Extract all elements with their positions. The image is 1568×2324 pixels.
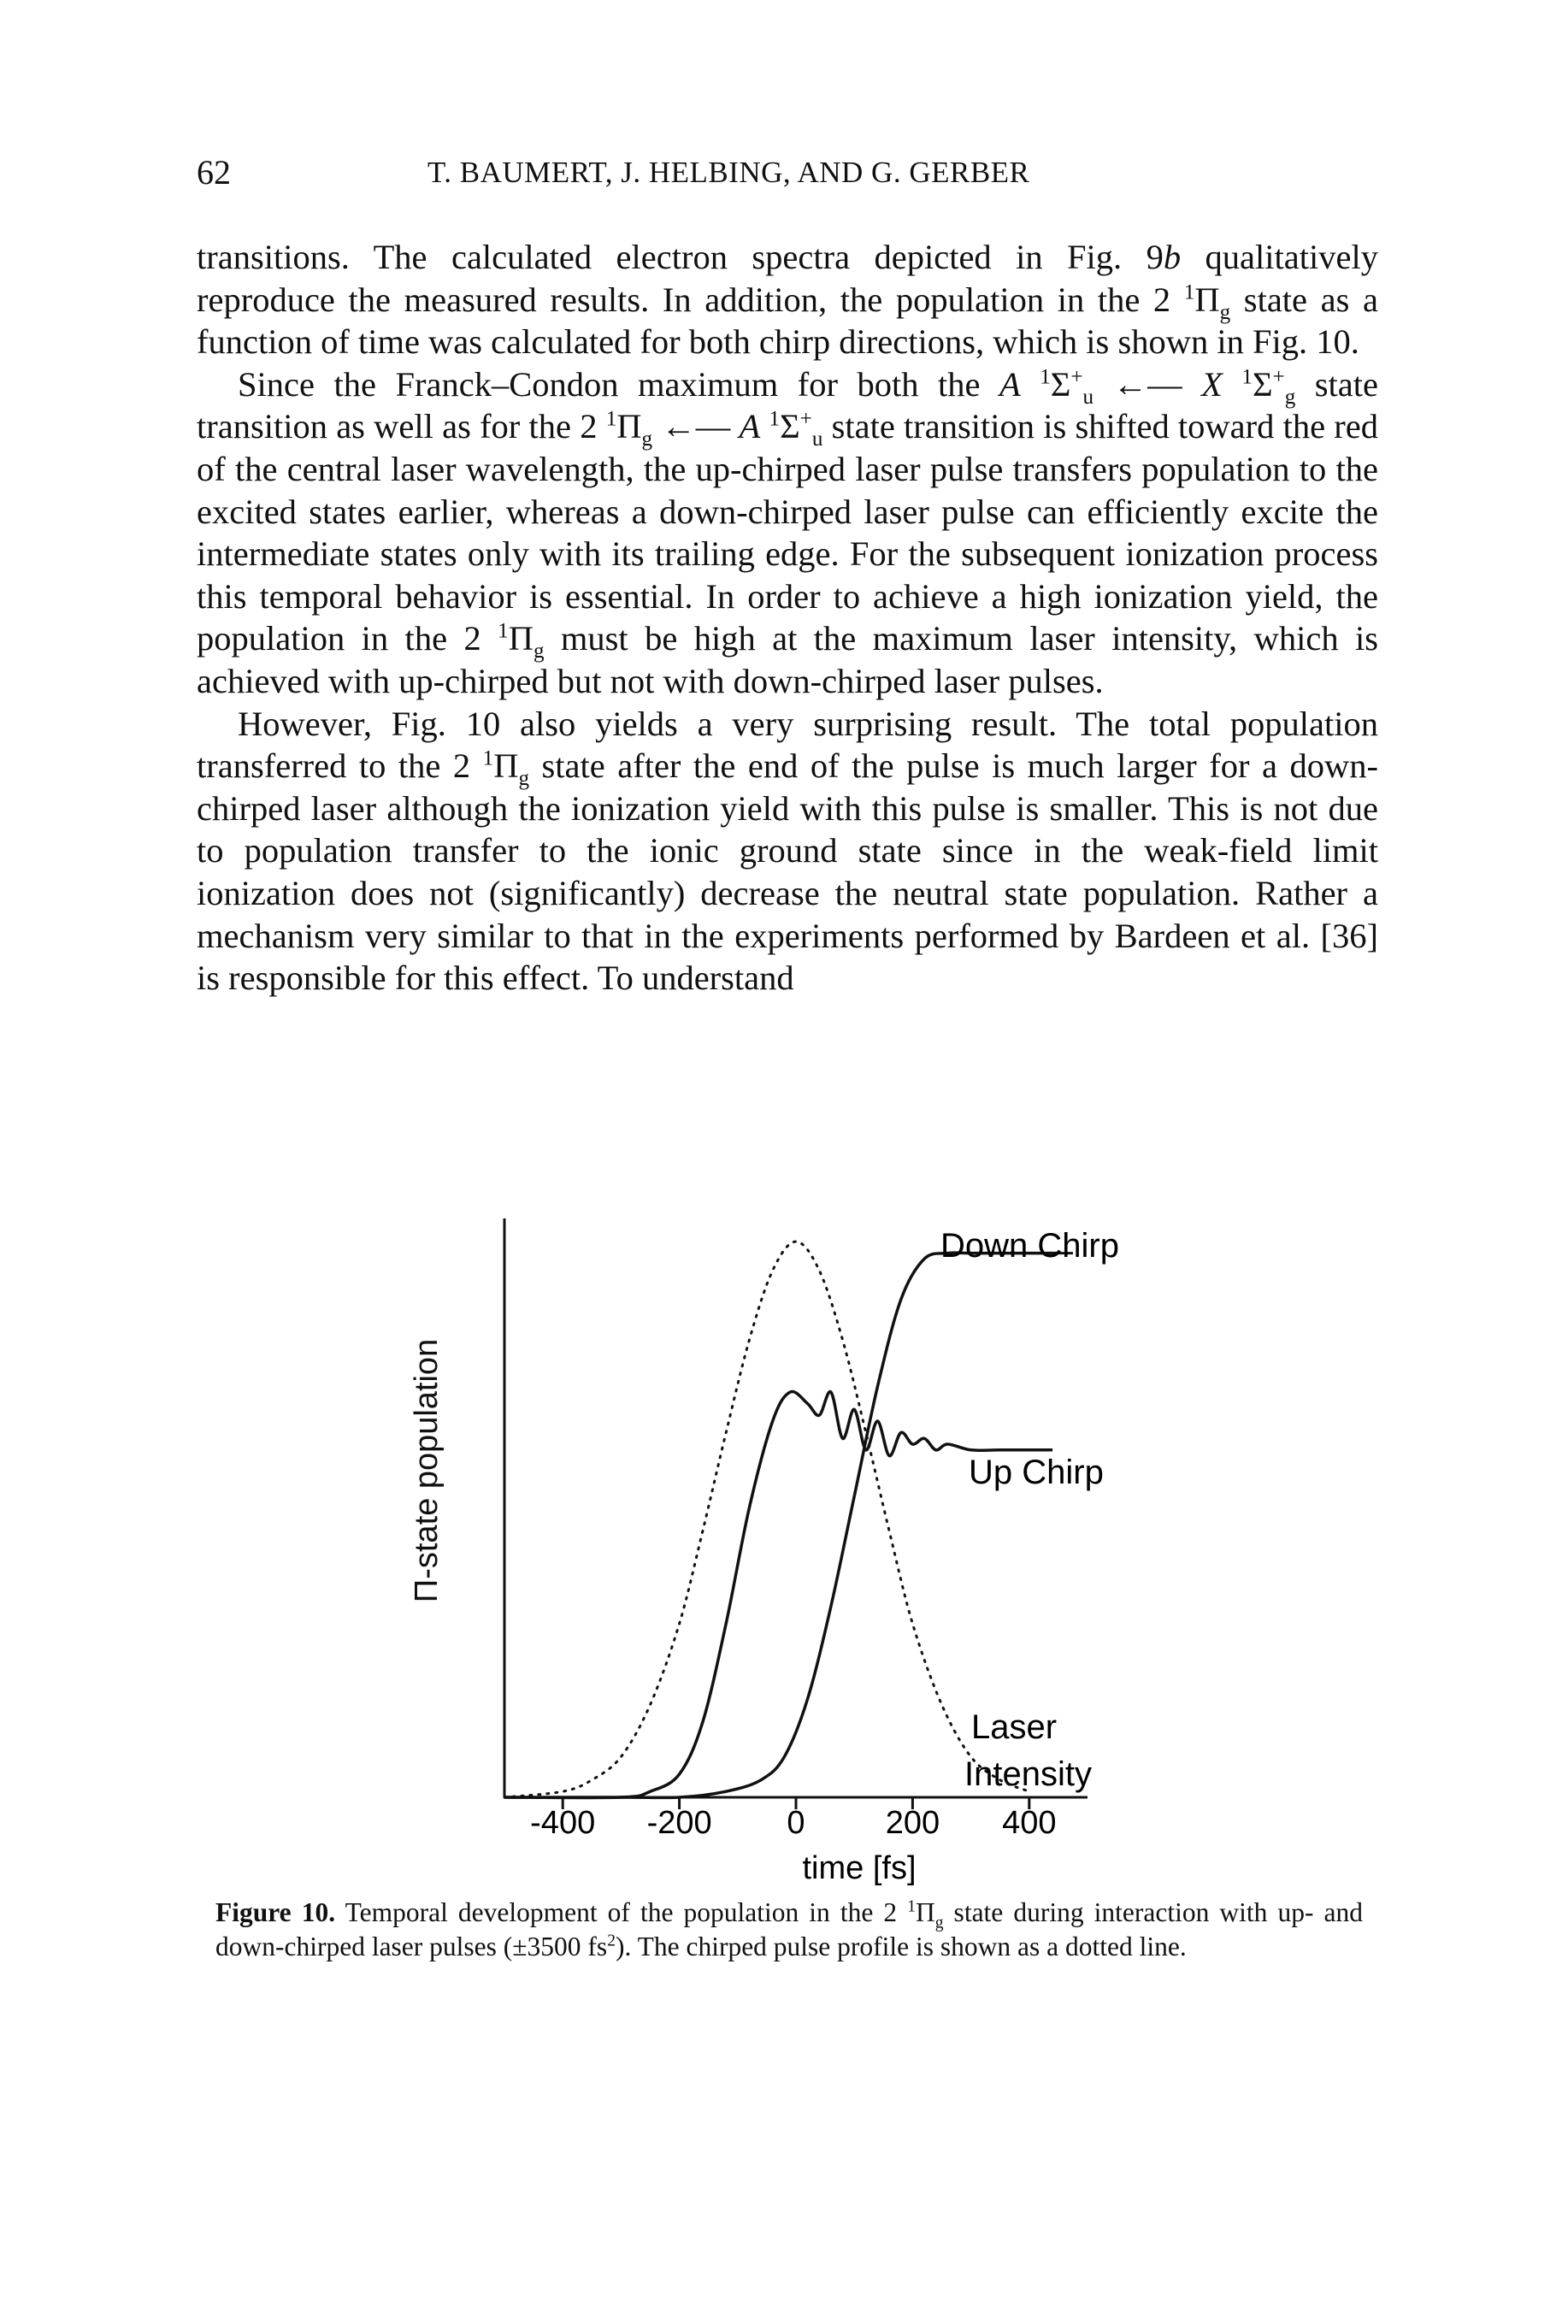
pi-symbol: Π <box>1194 280 1220 319</box>
running-head: T. BAUMERT, J. HELBING, AND G. GERBER <box>427 156 1030 189</box>
p1-text-b: qualitatively reproduce the measured res… <box>197 238 1378 319</box>
x-tick-label: -200 <box>647 1805 712 1841</box>
sigma-symbol: Σ <box>780 407 800 446</box>
label-laser: Laser <box>971 1708 1057 1746</box>
x-tick-label: 200 <box>886 1805 940 1841</box>
down-chirp-curve <box>504 1251 1058 1800</box>
x-tick-label: -400 <box>530 1805 595 1841</box>
p3-text-b: state after the end of the pulse is much… <box>197 746 1378 998</box>
arrow-symbol: ←— <box>652 407 740 446</box>
term-subscript: g <box>533 640 545 664</box>
figure-caption: Figure 10. Temporal development of the p… <box>215 1896 1363 1963</box>
arrow-symbol: ←— <box>1093 364 1202 404</box>
caption-text-b: state during interaction with up- and do… <box>215 1897 1363 1961</box>
caption-label: Figure 10. <box>215 1897 336 1927</box>
laser-intensity-curve <box>503 1240 1031 1799</box>
p1-text-a: transitions. The calculated electron spe… <box>197 238 1164 276</box>
paragraph-3: However, Fig. 10 also yields a very surp… <box>197 703 1378 1000</box>
p2-text-a: Since the Franck–Condon maximum for both… <box>238 364 999 404</box>
page-header: 62 T. BAUMERT, J. HELBING, AND G. GERBER <box>197 152 1376 203</box>
up-chirp-curve <box>504 1389 1053 1800</box>
sigma-symbol: Σ <box>1050 364 1071 404</box>
page-number: 62 <box>197 153 231 192</box>
pi-symbol: Π <box>616 407 642 446</box>
caption-text-c: ). The chirped pulse profile is shown as… <box>615 1931 1187 1961</box>
term-superscript: 1 <box>482 746 494 770</box>
caption-superscript: 2 <box>607 1932 616 1949</box>
term-subscript: g <box>641 428 653 451</box>
a-state: A <box>739 407 761 446</box>
pi-symbol: Π <box>493 746 519 786</box>
x-tick-label: 0 <box>787 1805 805 1841</box>
paragraph-2: Since the Franck–Condon maximum for both… <box>197 363 1378 703</box>
term-superscript: 1 <box>1040 365 1051 389</box>
term-subscript: u <box>811 428 823 451</box>
term-superscript: 1 <box>907 1897 916 1916</box>
term-superscript: + <box>799 407 812 431</box>
term-superscript: 1 <box>498 619 509 643</box>
x-axis-title: time [fs] <box>802 1850 916 1886</box>
term-subscript: g <box>934 1914 944 1932</box>
term-subscript: u <box>1082 385 1094 409</box>
label-intensity: Intensity <box>964 1755 1092 1793</box>
paragraph-1: transitions. The calculated electron spe… <box>197 236 1378 363</box>
p2-text-c: state transition is shifted toward the r… <box>197 407 1379 658</box>
x-tick-label: 400 <box>1002 1805 1056 1841</box>
term-superscript: 1 <box>1241 365 1253 389</box>
pi-symbol: Π <box>915 1897 935 1927</box>
label-down-chirp: Down Chirp <box>940 1227 1119 1265</box>
p2-text-b: state transition as well as for the 2 <box>197 364 1379 446</box>
label-up-chirp: Up Chirp <box>969 1454 1104 1491</box>
term-superscript: + <box>1070 365 1083 389</box>
sigma-symbol: Σ <box>1252 364 1273 404</box>
term-superscript: 1 <box>605 407 617 431</box>
term-superscript: + <box>1272 365 1285 389</box>
p2-text-d: must be high at the maximum laser intens… <box>197 619 1378 700</box>
term-subscript: g <box>1284 385 1296 409</box>
p3-text-a: However, Fig. 10 also yields a very surp… <box>197 704 1378 786</box>
term-subscript: g <box>1219 300 1231 324</box>
term-superscript: 1 <box>1183 280 1195 304</box>
a-state: A <box>999 364 1021 404</box>
x-state: X <box>1201 364 1223 404</box>
p1-fig-letter: b <box>1163 238 1182 276</box>
term-superscript: 1 <box>769 407 781 431</box>
body-text: transitions. The calculated electron spe… <box>197 236 1378 1000</box>
caption-text-a: Temporal development of the population i… <box>335 1897 908 1927</box>
p1-text-c: state as a function of time was calculat… <box>197 280 1378 362</box>
pi-symbol: Π <box>508 619 533 658</box>
term-subscript: g <box>518 767 530 791</box>
